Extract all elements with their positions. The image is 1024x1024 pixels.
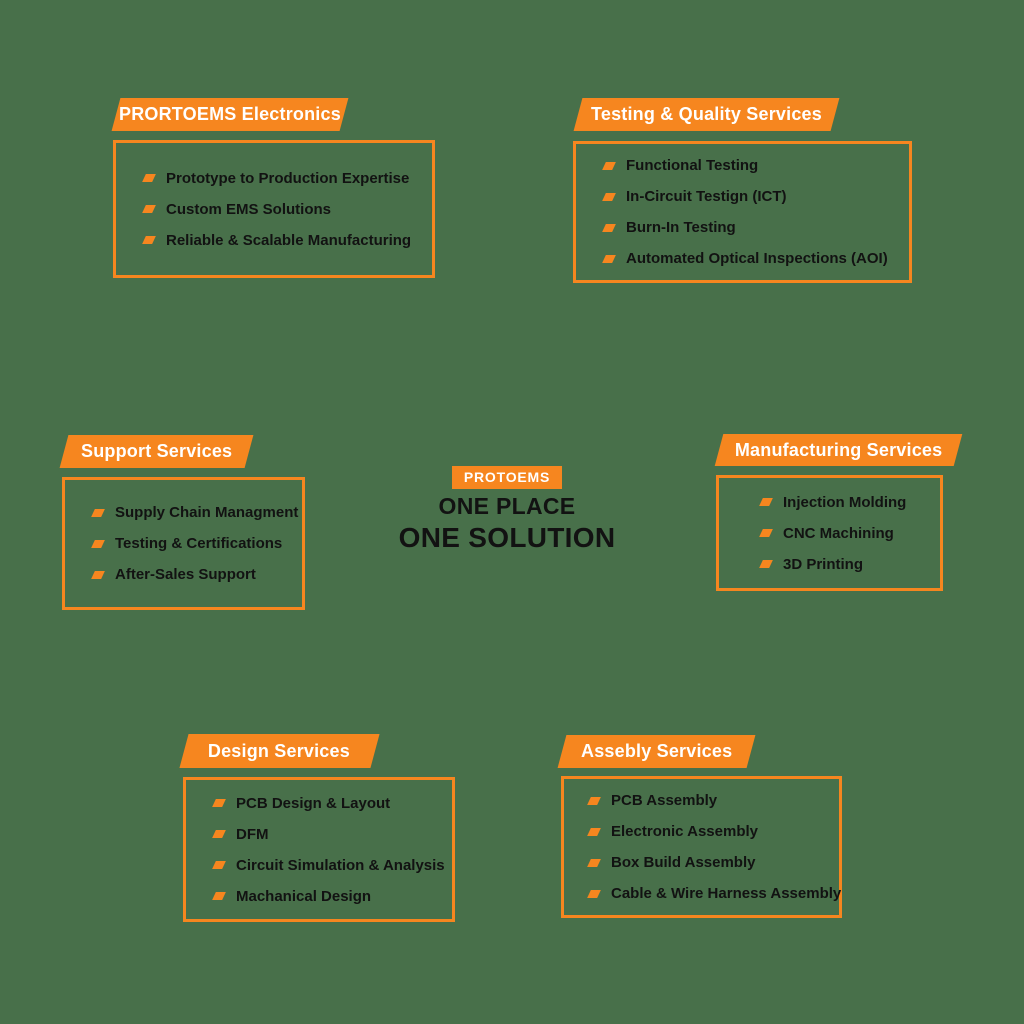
banner-testing-quality-services: Testing & Quality Services <box>573 98 840 131</box>
services-box-protoems-electronics: Prototype to Production Expertise Custom… <box>113 140 435 278</box>
service-item-label: Testing & Certifications <box>115 535 283 552</box>
tagline-one-place: ONE PLACE <box>438 493 576 519</box>
bullet-icon <box>212 799 226 807</box>
service-item-label: Machanical Design <box>236 887 372 905</box>
services-box-assembly: PCB Assembly Electronic Assembly Box Bui… <box>561 776 842 918</box>
service-item: Cable & Wire Harness Assembly <box>587 885 842 902</box>
service-item: Functional Testing <box>602 157 909 174</box>
service-item: Box Build Assembly <box>587 854 839 871</box>
service-item-label: Custom EMS Solutions <box>166 200 331 218</box>
center-block: PROTOEMS ONE PLACE ONE SOLUTION <box>387 466 627 554</box>
banner-manufacturing-services: Manufacturing Services <box>714 434 963 466</box>
services-box-manufacturing: Injection Molding CNC Machining 3D Print… <box>716 475 943 591</box>
service-item-label: Box Build Assembly <box>611 854 756 871</box>
tagline-one-solution: ONE SOLUTION <box>398 522 616 553</box>
service-item: In-Circuit Testign (ICT) <box>602 188 909 205</box>
bullet-icon <box>212 861 226 869</box>
service-item-label: Circuit Simulation & Analysis <box>236 856 445 874</box>
service-item: Supply Chain Managment <box>91 504 302 521</box>
banner-title: Assebly Services <box>580 741 733 761</box>
bullet-icon <box>602 254 616 263</box>
bullet-icon <box>602 192 616 201</box>
bullet-icon <box>142 174 156 182</box>
service-item: Circuit Simulation & Analysis <box>212 856 452 874</box>
service-item: CNC Machining <box>759 524 940 542</box>
bullet-icon <box>91 570 105 579</box>
bullet-icon <box>587 889 601 898</box>
service-item: Testing & Certifications <box>91 535 302 552</box>
service-item: Prototype to Production Expertise <box>142 169 432 187</box>
bullet-icon <box>212 830 226 838</box>
bullet-icon <box>759 498 773 506</box>
bullet-icon <box>759 529 773 537</box>
service-item-label: Reliable & Scalable Manufacturing <box>166 231 412 249</box>
banner-title: Support Services <box>80 441 233 461</box>
service-item-label: Burn-In Testing <box>626 219 736 236</box>
service-item: Machanical Design <box>212 887 452 905</box>
service-item: DFM <box>212 825 452 843</box>
services-box-testing-quality: Functional Testing In-Circuit Testign (I… <box>573 141 912 283</box>
service-item-label: Supply Chain Managment <box>115 504 299 521</box>
bullet-icon <box>91 539 105 548</box>
service-item: After-Sales Support <box>91 566 302 583</box>
bullet-icon <box>587 796 601 805</box>
banner-title: PRORTOEMS Electronics <box>119 104 341 124</box>
banner-protoems-electronics: PRORTOEMS Electronics <box>111 98 349 131</box>
service-item-label: Functional Testing <box>626 157 759 174</box>
bullet-icon <box>602 223 616 232</box>
service-item-label: CNC Machining <box>783 524 894 542</box>
banner-title: Design Services <box>208 740 351 761</box>
service-item: 3D Printing <box>759 555 940 573</box>
services-box-support: Supply Chain Managment Testing & Certifi… <box>62 477 305 610</box>
service-item-label: DFM <box>236 825 269 843</box>
service-item: Custom EMS Solutions <box>142 200 432 218</box>
protoems-badge: PROTOEMS <box>451 466 563 489</box>
service-item-label: PCB Assembly <box>611 792 718 809</box>
service-item-label: Electronic Assembly <box>611 823 759 840</box>
services-box-design: PCB Design & Layout DFM Circuit Simulati… <box>183 777 455 922</box>
service-item: Automated Optical Inspections (AOI) <box>602 250 909 267</box>
service-item: PCB Assembly <box>587 792 839 809</box>
bullet-icon <box>142 236 156 244</box>
banner-design-services: Design Services <box>179 734 380 768</box>
bullet-icon <box>602 161 616 170</box>
service-item-label: Prototype to Production Expertise <box>166 169 410 187</box>
service-item-label: Injection Molding <box>783 493 907 511</box>
service-item-label: Cable & Wire Harness Assembly <box>611 885 842 902</box>
bullet-icon <box>587 827 601 836</box>
service-item-label: After-Sales Support <box>115 566 256 583</box>
banner-assembly-services: Assebly Services <box>557 735 756 768</box>
bullet-icon <box>212 892 226 900</box>
service-item: Injection Molding <box>759 493 940 511</box>
service-item-label: 3D Printing <box>783 555 864 573</box>
bullet-icon <box>759 560 773 568</box>
service-item: PCB Design & Layout <box>212 794 452 812</box>
service-item-label: Automated Optical Inspections (AOI) <box>626 250 888 267</box>
banner-title: Manufacturing Services <box>734 439 943 460</box>
service-item-label: In-Circuit Testign (ICT) <box>626 188 787 205</box>
banner-title: Testing & Quality Services <box>591 104 822 124</box>
banner-support-services: Support Services <box>59 435 254 468</box>
service-item-label: PCB Design & Layout <box>236 794 391 812</box>
service-item: Electronic Assembly <box>587 823 839 840</box>
service-item: Reliable & Scalable Manufacturing <box>142 231 432 249</box>
bullet-icon <box>91 508 105 517</box>
bullet-icon <box>142 205 156 213</box>
service-item: Burn-In Testing <box>602 219 909 236</box>
bullet-icon <box>587 858 601 867</box>
